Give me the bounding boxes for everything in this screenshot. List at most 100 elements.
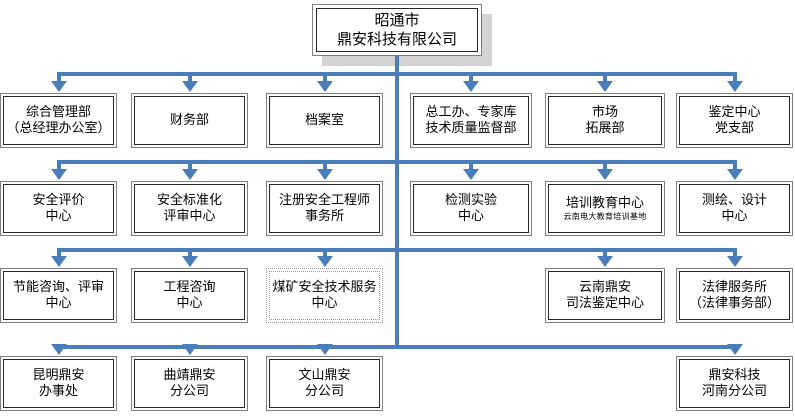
node-line: 档案室: [304, 112, 344, 128]
node-inner-r1c5: 测绘、设计中心: [679, 184, 790, 233]
connector-stub-1-3: [469, 160, 473, 170]
node-r0c4[interactable]: 市场拓展部: [545, 93, 665, 148]
connector-stub-2-1: [187, 248, 192, 257]
node-line: 法律服务所: [701, 279, 767, 295]
node-r2c1[interactable]: 工程咨询中心: [131, 268, 248, 323]
connector-arrow-0-2: [316, 81, 333, 92]
connector-stub-1-4: [603, 160, 607, 170]
node-line: 司法鉴定中心: [565, 295, 644, 311]
node-line: 云南鼎安: [578, 279, 631, 295]
node-inner-r0c0: 综合管理部（总经理办公室）: [3, 96, 114, 145]
node-r1c1[interactable]: 安全标准化评审中心: [131, 181, 248, 236]
node-line: 事务所: [304, 208, 344, 224]
connector-stub-0-5: [732, 72, 737, 82]
node-line: 安全评价: [32, 192, 85, 208]
connector-arrow-2-2: [316, 256, 333, 267]
node-inner-r2c4: 云南鼎安司法鉴定中心: [548, 271, 662, 320]
node-line: 曲靖鼎安: [163, 367, 216, 383]
node-line: （总经理办公室）: [6, 120, 111, 136]
node-r0c0[interactable]: 综合管理部（总经理办公室）: [0, 93, 117, 148]
node-line: 注册安全工程师: [278, 192, 370, 208]
node-line: 中心: [176, 295, 203, 311]
node-r0c2[interactable]: 档案室: [266, 93, 383, 148]
node-r3c5[interactable]: 鼎安科技河南分公司: [676, 356, 793, 411]
connector-stub-2-5: [732, 248, 737, 257]
node-inner-r3c5: 鼎安科技河南分公司: [679, 359, 790, 408]
node-line: 节能咨询、评审: [12, 279, 104, 295]
node-inner-r2c2: 煤矿安全技术服务中心: [269, 271, 380, 320]
connector-arrow-2-5: [726, 256, 743, 267]
connector-arrow-0-0: [50, 81, 67, 92]
node-line: 技术质量监督部: [425, 120, 517, 136]
node-inner-r1c4: 培训教育中心云南电大教育培训基地: [548, 184, 662, 233]
node-r3c2[interactable]: 文山鼎安分公司: [266, 356, 383, 411]
node-line: 安全标准化: [156, 192, 222, 208]
node-line: 鉴定中心: [708, 104, 761, 120]
node-inner-r2c5: 法律服务所（法律事务部）: [679, 271, 790, 320]
connector-stub-1-0: [56, 160, 61, 170]
root-node[interactable]: 昭通市鼎安科技有限公司: [312, 4, 482, 56]
central-trunk: [395, 56, 399, 349]
root-line-0: 昭通市: [374, 10, 420, 29]
node-r1c2[interactable]: 注册安全工程师事务所: [266, 181, 383, 236]
node-r2c4[interactable]: 云南鼎安司法鉴定中心: [545, 268, 665, 323]
connector-stub-1-1: [187, 160, 192, 170]
connector-arrow-1-5: [726, 169, 743, 180]
node-r2c0[interactable]: 节能咨询、评审中心: [0, 268, 117, 323]
node-inner-r0c3: 总工办、专家库技术质量监督部: [413, 96, 529, 145]
connector-arrow-1-4: [597, 169, 613, 180]
connector-arrow-2-4: [597, 256, 613, 267]
node-line: 中心: [311, 295, 338, 311]
node-inner-r0c5: 鉴定中心党支部: [679, 96, 790, 145]
node-line: 综合管理部: [25, 104, 91, 120]
connector-stub-0-4: [603, 72, 607, 82]
connector-stub-0-1: [187, 72, 192, 82]
node-r1c0[interactable]: 安全评价中心: [0, 181, 117, 236]
connector-arrow-0-5: [726, 81, 743, 92]
node-r3c0[interactable]: 昆明鼎安办事处: [0, 356, 117, 411]
connector-bus-1: [58, 160, 735, 164]
node-r1c4[interactable]: 培训教育中心云南电大教育培训基地: [545, 181, 665, 236]
node-r0c1[interactable]: 财务部: [131, 93, 248, 148]
node-line: 中心: [457, 208, 484, 224]
node-line: 党支部: [714, 120, 754, 136]
node-line: 工程咨询: [163, 279, 216, 295]
node-line: 河南分公司: [701, 383, 767, 399]
connector-stub-1-5: [732, 160, 737, 170]
connector-arrow-0-3: [463, 81, 479, 92]
node-r0c5[interactable]: 鉴定中心党支部: [676, 93, 793, 148]
node-line: 鼎安科技: [708, 367, 761, 383]
connector-arrow-1-0: [50, 169, 67, 180]
node-inner-r0c1: 财务部: [134, 96, 245, 145]
root-line-1: 鼎安科技有限公司: [336, 30, 457, 48]
connector-stub-2-4: [603, 248, 607, 257]
connector-arrow-2-0: [50, 256, 67, 267]
node-line: 培训教育中心: [565, 195, 644, 211]
node-r1c3[interactable]: 检测实验中心: [410, 181, 532, 236]
node-inner-r0c4: 市场拓展部: [548, 96, 662, 145]
node-r2c2[interactable]: 煤矿安全技术服务中心: [266, 268, 383, 323]
node-line: 中心: [45, 295, 72, 311]
connector-bus-3: [58, 345, 735, 349]
node-inner-r1c2: 注册安全工程师事务所: [269, 184, 380, 233]
node-inner-r3c2: 文山鼎安分公司: [269, 359, 380, 408]
node-r3c1[interactable]: 曲靖鼎安分公司: [131, 356, 248, 411]
node-line: 检测实验: [444, 192, 497, 208]
root-node-inner: 昭通市鼎安科技有限公司: [316, 8, 478, 52]
connector-arrow-3-0: [50, 344, 67, 355]
node-line: 分公司: [304, 383, 344, 399]
connector-arrow-2-1: [181, 256, 198, 267]
node-r1c5[interactable]: 测绘、设计中心: [676, 181, 793, 236]
node-r2c5[interactable]: 法律服务所（法律事务部）: [676, 268, 793, 323]
node-inner-r3c1: 曲靖鼎安分公司: [134, 359, 245, 408]
connector-arrow-1-3: [463, 169, 479, 180]
connector-stub-0-0: [56, 72, 61, 82]
connector-arrow-3-1: [181, 344, 198, 355]
connector-stub-0-2: [322, 72, 327, 82]
node-line: 市场: [591, 104, 618, 120]
node-line: 中心: [721, 208, 748, 224]
node-line: 昆明鼎安: [32, 367, 85, 383]
node-line: 拓展部: [585, 120, 625, 136]
node-r0c3[interactable]: 总工办、专家库技术质量监督部: [410, 93, 532, 148]
